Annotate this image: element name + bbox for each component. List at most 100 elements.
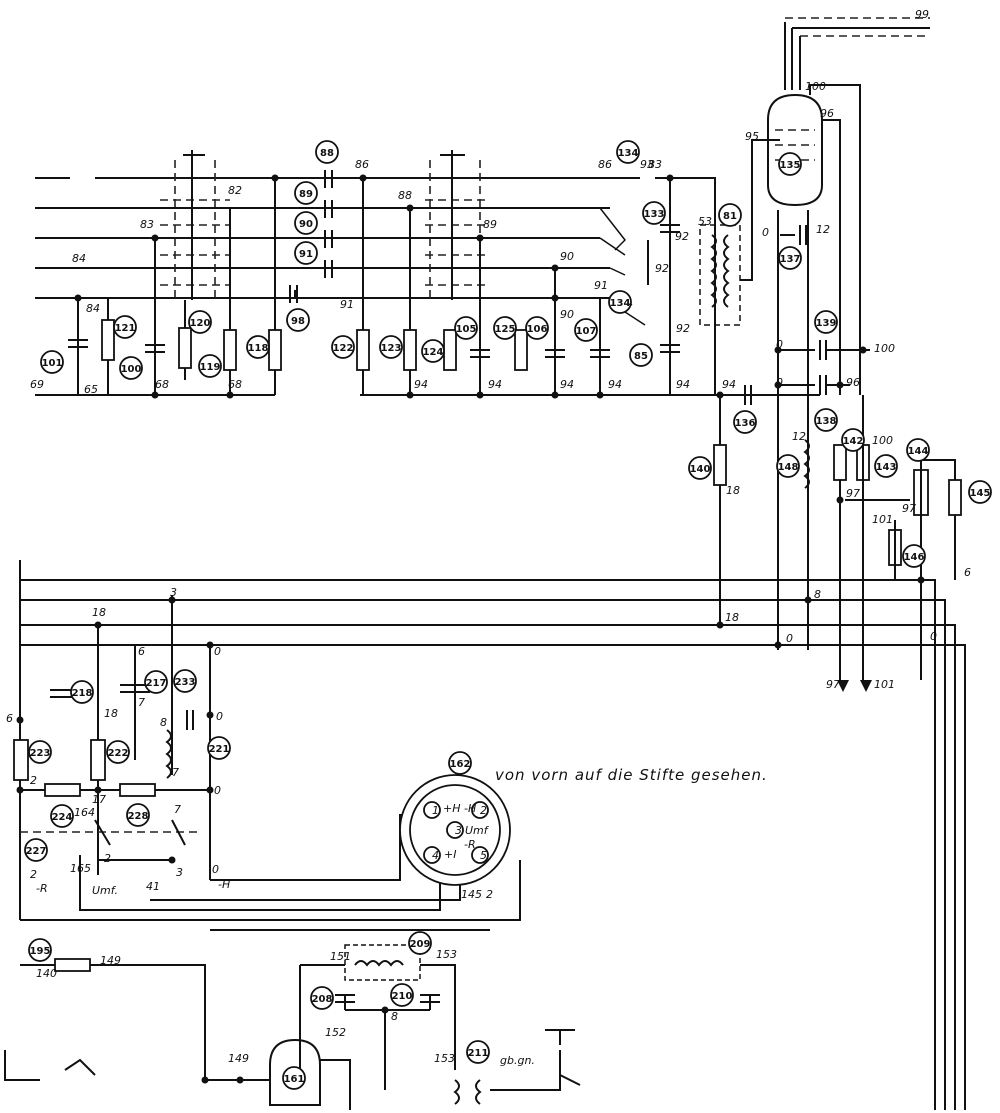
- wire-label: 7: [172, 766, 179, 779]
- wire-label: 0: [762, 226, 769, 239]
- wire-label: 8: [814, 588, 821, 601]
- component-circle: [448, 751, 472, 775]
- component-140: 140: [688, 456, 712, 480]
- component-number: 122: [333, 343, 354, 354]
- component-number: 101: [42, 358, 63, 369]
- component-number: 223: [30, 748, 51, 759]
- component-number: 135: [780, 160, 801, 171]
- component-circle: [310, 986, 334, 1010]
- component-223: 223: [28, 740, 52, 764]
- component-222: 222: [106, 740, 130, 764]
- component-number: 144: [908, 446, 929, 457]
- wire-label: 96: [820, 107, 834, 120]
- wire-label: 68: [155, 378, 169, 391]
- wire-label: 96: [846, 376, 860, 389]
- component-number: 85: [634, 351, 648, 362]
- wire-label: 101: [872, 513, 893, 526]
- wire-label: 6: [964, 566, 971, 579]
- component-number: 105: [456, 324, 477, 335]
- component-number: 145: [970, 488, 991, 499]
- component-number: 123: [381, 343, 402, 354]
- wire-label: 3: [455, 824, 462, 837]
- wire-label: 145: [461, 888, 482, 901]
- component-101: 101: [40, 350, 64, 374]
- component-circle: [629, 343, 653, 367]
- wire-label: 2: [30, 868, 37, 881]
- component-121: 121: [113, 315, 137, 339]
- wire-label: 92: [676, 322, 690, 335]
- component-circle: [188, 310, 212, 334]
- component-number: 107: [576, 326, 597, 337]
- wire-label: 2: [486, 888, 493, 901]
- component-209: 209: [408, 931, 432, 955]
- component-circle: [315, 140, 339, 164]
- component-number: 106: [527, 324, 548, 335]
- component-137: 137: [778, 246, 802, 270]
- component-148: 148: [776, 454, 800, 478]
- wire-label: 6: [138, 645, 145, 658]
- component-85: 85: [629, 343, 653, 367]
- component-number: 142: [843, 436, 864, 447]
- wire-label: 92: [655, 262, 669, 275]
- component-208: 208: [310, 986, 334, 1010]
- component-number: 140: [690, 464, 711, 475]
- wire-label: 94: [608, 378, 622, 391]
- wire-label: 94: [722, 378, 736, 391]
- junction-dots: [16, 174, 925, 1084]
- component-circle: [902, 544, 926, 568]
- rf-transformer: [699, 139, 780, 326]
- component-number: 162: [450, 759, 471, 770]
- wire-label: Umf: [465, 824, 490, 837]
- wire-label: 101: [874, 678, 895, 691]
- component-105: 105: [454, 316, 478, 340]
- component-138: 138: [814, 408, 838, 432]
- wire-label: 8: [391, 1010, 398, 1023]
- component-circle: [294, 181, 318, 205]
- component-number: 137: [780, 254, 801, 265]
- wire-label: 90: [560, 308, 574, 321]
- component-circle: [688, 456, 712, 480]
- component-100: 100: [119, 356, 143, 380]
- component-number: 88: [320, 148, 334, 159]
- component-number: 134: [618, 148, 639, 159]
- component-circle: [126, 803, 150, 827]
- component-number: 222: [108, 748, 129, 759]
- component-circle: [173, 669, 197, 693]
- wire-label: 82: [228, 184, 242, 197]
- component-88: 88: [315, 140, 339, 164]
- component-133: 133: [642, 201, 666, 225]
- wire-label: 152: [325, 1026, 346, 1039]
- component-124: 124: [421, 339, 445, 363]
- wire-label: 0: [786, 632, 793, 645]
- component-number: 136: [735, 418, 756, 429]
- component-circle: [574, 318, 598, 342]
- component-circle: [466, 1040, 490, 1064]
- resistors-top: [101, 319, 528, 371]
- wire-label: 100: [805, 80, 826, 93]
- component-139: 139: [814, 310, 838, 334]
- component-circle: [733, 410, 757, 434]
- component-number: 121: [115, 323, 136, 334]
- component-circle: [421, 339, 445, 363]
- wire-label: 94: [560, 378, 574, 391]
- component-134a: 134: [616, 140, 640, 164]
- component-144: 144: [906, 438, 930, 462]
- component-195: 195: [28, 938, 52, 962]
- top-verticals: [77, 178, 671, 395]
- component-circle: [493, 316, 517, 340]
- component-number: 143: [876, 462, 897, 473]
- component-circle: [331, 335, 355, 359]
- wire-label: 99: [915, 8, 929, 21]
- wire-label: 92: [675, 230, 689, 243]
- component-circle: [841, 428, 865, 452]
- component-122: 122: [331, 335, 355, 359]
- component-number: 217: [146, 678, 167, 689]
- component-circle: [379, 335, 403, 359]
- wire-label: 12: [792, 430, 806, 443]
- component-143: 143: [874, 454, 898, 478]
- component-162: 162: [448, 751, 472, 775]
- component-number: 148: [778, 462, 799, 473]
- component-number: 208: [312, 994, 333, 1005]
